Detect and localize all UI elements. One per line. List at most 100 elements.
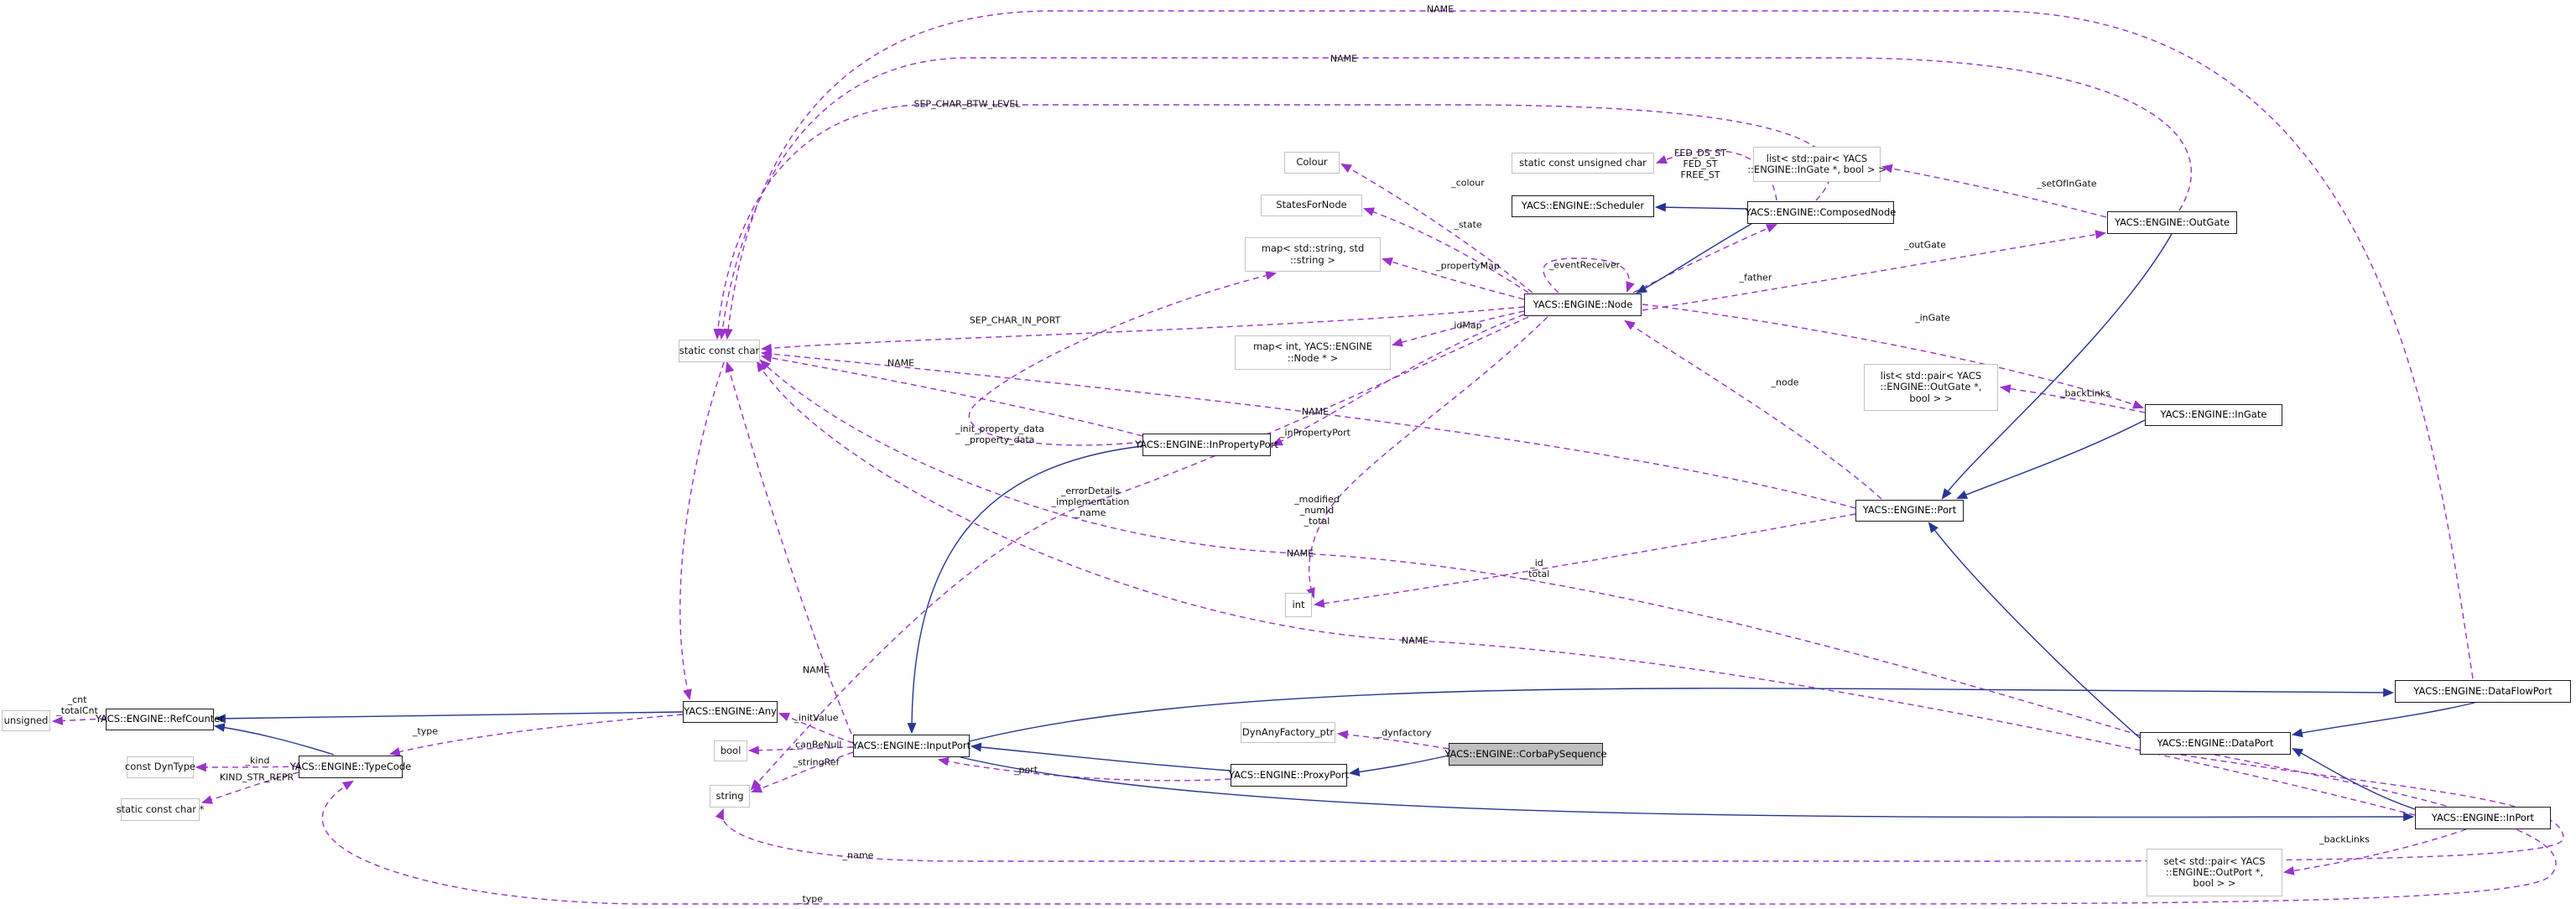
- edge-label-kind: _kind: [245, 755, 270, 766]
- class-box-statesfornode: StatesForNode: [1261, 195, 1362, 216]
- edge-any-typecode-type: [388, 714, 684, 756]
- edge-dataport-port: [1928, 522, 2141, 739]
- edge-outgate-port: [1941, 233, 2173, 500]
- edge-label-idmap: idMap: [1454, 319, 1482, 331]
- class-box-port[interactable]: YACS::ENGINE::Port: [1855, 500, 1964, 522]
- edge-port-staticchar-name: [760, 349, 1856, 509]
- edge-node-mapstring-propertymap: [1381, 257, 1525, 300]
- edge-composednode-scheduler: [1654, 202, 1748, 212]
- edge-label-ingate: _inGate: [1915, 312, 1950, 324]
- edge-inputport-inport: [960, 756, 2415, 822]
- edge-label-inpropertyport: _inPropertyPort: [1280, 427, 1350, 439]
- edge-inputport-any-initvalue: [778, 712, 854, 744]
- class-box-colour: Colour: [1284, 152, 1340, 174]
- edge-label-name-dataport: NAME: [1286, 548, 1314, 559]
- edge-label-property-data: _init_property_data _property_data: [955, 423, 1044, 445]
- class-box-bool: bool: [714, 740, 747, 761]
- edge-label-cnt-totalcnt: _cnt _totalCnt: [56, 693, 98, 716]
- edge-label-name-inprop: NAME: [887, 357, 915, 369]
- edge-label-type-any: _type: [412, 725, 439, 737]
- edge-label-errordetails: _errorDetails _implementation _name: [1051, 486, 1130, 519]
- edge-inputport-staticchar-name: [725, 361, 852, 735]
- edge-inputport-bool-canbenull: [747, 745, 854, 756]
- edge-node-inpropertyport: [1272, 314, 1525, 446]
- edge-staticchar-any: [679, 361, 725, 701]
- edge-typecode-dyntype-kind: [195, 762, 299, 772]
- edge-label-fed-st: FED_DS_ST FED_ST FREE_ST: [1674, 148, 1726, 181]
- edge-label-modified: _modified _numId _total: [1294, 494, 1340, 527]
- edge-label-initvalue: _initValue: [794, 712, 839, 724]
- class-box-list-outgate: list< std::pair< YACS ::ENGINE::OutGate …: [1864, 364, 1998, 411]
- edge-typecode-refcounter: [213, 723, 335, 756]
- edge-label-type-bottom: _type: [797, 893, 824, 905]
- edge-label-name-inputport: NAME: [802, 664, 830, 676]
- edge-node-self-eventreceiver: [1543, 257, 1635, 293]
- class-box-any[interactable]: YACS::ENGINE::Any: [683, 701, 778, 723]
- edge-port-node: [1624, 319, 1882, 500]
- class-box-dynanyfactory: DynAnyFactory_ptr: [1241, 722, 1335, 743]
- edge-label-id-total: _id _total: [1523, 557, 1550, 579]
- edge-label-canbenull: _canBeNull: [790, 739, 842, 751]
- class-box-map-int-node: map< int, YACS::ENGINE ::Node * >: [1235, 335, 1391, 370]
- edge-label-name-top2: NAME: [1330, 53, 1358, 65]
- class-box-dataflowport[interactable]: YACS::ENGINE::DataFlowPort: [2395, 680, 2571, 703]
- class-box-list-ingate: list< std::pair< YACS ::ENGINE::InGate *…: [1747, 147, 1886, 182]
- edge-inport-staticchar-name: [756, 361, 2416, 816]
- class-box-dataport[interactable]: YACS::ENGINE::DataPort: [2140, 732, 2291, 755]
- class-box-typecode[interactable]: YACS::ENGINE::TypeCode: [290, 756, 411, 778]
- edge-composednode-node: [1636, 223, 1752, 294]
- edge-refcounter-unsigned-cnt: [51, 716, 107, 725]
- edge-dataport-typecode-type: [321, 754, 2557, 905]
- edge-label-name-inport: NAME: [1401, 635, 1429, 647]
- edge-any-refcounter: [214, 711, 684, 724]
- edge-inpropertyport-inputport: [907, 445, 1143, 735]
- edge-label-backlinks-ingate: _backLinks: [2060, 387, 2110, 399]
- edge-composednode-staticuchar-fed: [1655, 149, 1777, 201]
- edge-label-backlinks-inport: _backLinks: [2319, 834, 2370, 845]
- class-box-string: string: [710, 785, 750, 808]
- class-box-inport[interactable]: YACS::ENGINE::InPort: [2415, 807, 2551, 829]
- edge-inport-dataport: [2292, 747, 2416, 810]
- edge-label-name-bottom: _name: [842, 849, 874, 861]
- edge-node-statesfornode: [1362, 207, 1529, 293]
- edge-proxyport-inputport-port: [937, 756, 1231, 782]
- class-box-static-const-char-ptr: static const char *: [117, 798, 204, 821]
- edge-inputport-string-stringref: [750, 751, 854, 793]
- edge-node-staticchar-sepcharinport: [760, 306, 1525, 353]
- class-box-ingate[interactable]: YACS::ENGINE::InGate: [2145, 404, 2282, 426]
- edge-label-outgate: _outGate: [1904, 239, 1946, 251]
- edge-dataport-string-name: [715, 754, 2564, 862]
- edge-dataflowport-staticchar-name: [723, 10, 2474, 679]
- edge-label-port: _port: [1013, 764, 1038, 776]
- edge-typecode-staticcharptr-kindstr: [200, 771, 299, 804]
- edge-inputport-dataflowport: [969, 688, 2395, 742]
- edge-corbapysequence-dynanyfactory: [1336, 730, 1449, 750]
- class-box-refcounter[interactable]: YACS::ENGINE::RefCounter: [96, 709, 224, 730]
- edge-label-setofingate: _setOfInGate: [2037, 178, 2097, 190]
- class-box-composednode[interactable]: YACS::ENGINE::ComposedNode: [1746, 201, 1896, 224]
- edge-node-mapintnode-idmap: [1391, 310, 1525, 347]
- edge-label-propertymap: _propertyMap: [1436, 260, 1500, 272]
- class-box-node[interactable]: YACS::ENGINE::Node: [1524, 293, 1642, 316]
- edge-label-stringref: _stringRef: [793, 756, 840, 768]
- edge-label-name-top1: NAME: [1426, 3, 1455, 15]
- class-box-inpropertyport[interactable]: YACS::ENGINE::InPropertyPort: [1135, 434, 1278, 456]
- edge-node-outgate: [1642, 230, 2107, 311]
- edge-node-string-errordetails: [750, 316, 1529, 791]
- edge-node-int-modified: [1306, 316, 1548, 600]
- edge-label-sep-char-in-port: SEP_CHAR_IN_PORT: [969, 314, 1061, 326]
- class-box-outgate[interactable]: YACS::ENGINE::OutGate: [2107, 211, 2237, 234]
- edge-label-node: _node: [1771, 377, 1799, 388]
- edge-inpropertyport-mapstring-propertydata: [968, 271, 1278, 446]
- edge-ingate-port: [1955, 419, 2146, 499]
- edge-label-eventreceiver: _eventReceiver: [1548, 259, 1621, 271]
- class-box-scheduler[interactable]: YACS::ENGINE::Scheduler: [1512, 195, 1654, 217]
- class-box-proxyport[interactable]: YACS::ENGINE::ProxyPort: [1229, 764, 1349, 787]
- class-box-inputport[interactable]: YACS::ENGINE::InputPort: [852, 735, 971, 757]
- edge-outgate-listingate-setofingate: [1881, 164, 2107, 218]
- class-box-unsigned: unsigned: [2, 710, 50, 731]
- edge-inport-setoutport-backlinks: [2282, 828, 2467, 875]
- edge-label-colour: _colour: [1451, 177, 1485, 189]
